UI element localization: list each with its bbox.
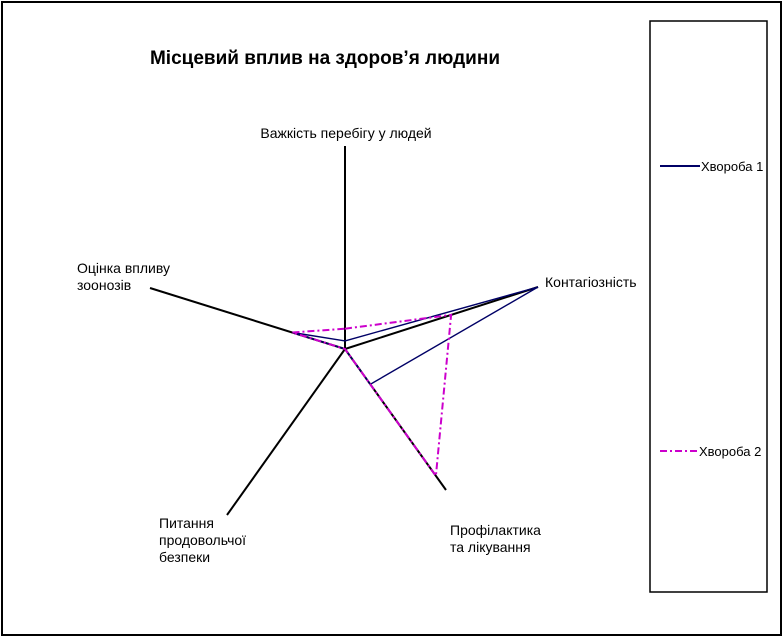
chart-title: Місцевий вплив на здоров’я людини [150, 48, 500, 69]
axis-label-2: Контагіозність [545, 274, 637, 290]
axes-layer [149, 146, 539, 516]
axis-label-line: Важкість перебігу у людей [260, 125, 431, 141]
axis-label-line: Профілактика [450, 522, 541, 538]
axis-line-4 [226, 348, 346, 516]
axis-label-line: та лікування [450, 539, 531, 555]
legend-label-series-1: Хвороба 1 [701, 159, 763, 174]
axis-label-line: Оцінка впливу [77, 260, 170, 276]
axis-label-line: продовольчої [159, 532, 246, 548]
axis-labels-layer: Важкість перебігу у людейКонтагіозністьП… [77, 125, 637, 565]
axis-label-line: Контагіозність [545, 274, 637, 290]
axis-line-2 [344, 286, 539, 350]
legend-label-series-2: Хвороба 2 [699, 444, 761, 459]
axis-label-1: Важкість перебігу у людей [260, 125, 431, 141]
series-line-2 [292, 313, 453, 479]
legend-box [649, 20, 768, 593]
axis-label-line: Питання [159, 515, 214, 531]
axis-label-line: безпеки [159, 549, 210, 565]
axis-label-line: зоонозів [77, 277, 131, 293]
series-layer [292, 286, 539, 479]
series-line-1 [292, 286, 539, 386]
